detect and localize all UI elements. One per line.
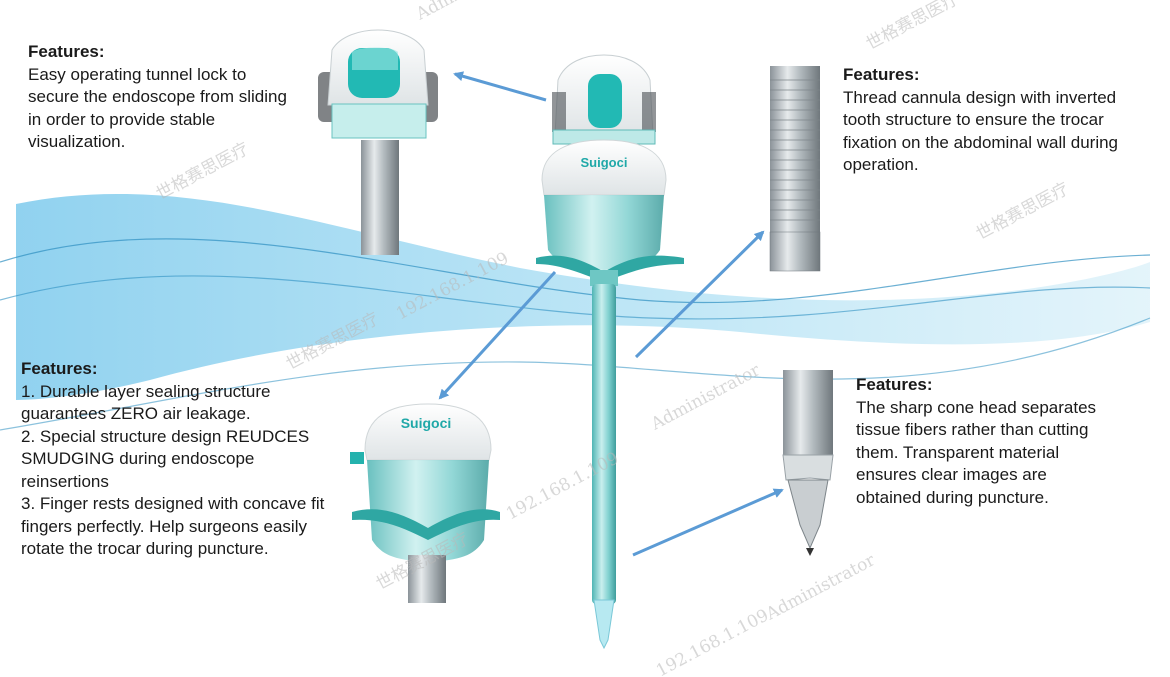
feature-title: Features: — [856, 375, 933, 394]
feature-line: reinsertions — [21, 471, 109, 491]
brand-logo-closeup: Suigoci — [401, 415, 452, 431]
feature-line: 2. Special structure design REUDCES — [21, 426, 310, 446]
sealing-structure-closeup: Suigoci — [350, 403, 500, 603]
feature-line: obtained during puncture. — [856, 487, 1049, 507]
feature-line: in order to provide stable — [28, 109, 216, 129]
background-wave — [0, 193, 1151, 431]
feature-line: Thread cannula design with inverted — [843, 87, 1117, 107]
watermark-cn-4: 世格赛思医疗 — [972, 178, 1072, 244]
arrow-to-thread-cannula — [634, 230, 765, 359]
pointer-arrows — [438, 71, 784, 557]
watermark-admin-1: Administrator — [412, 0, 529, 25]
feature-sealing-structure: Features: 1. Durable layer sealing struc… — [21, 358, 324, 561]
trocar-main: Suigoci — [536, 54, 684, 650]
feature-line: 3. Finger rests designed with concave fi… — [21, 494, 325, 513]
watermark-admin-3: Administrator — [762, 550, 879, 625]
feature-line: secure the endoscope from sliding — [28, 87, 287, 106]
feature-cone-head: Features: The sharp cone head separates … — [856, 374, 1096, 509]
arrow-to-sealing-structure — [438, 270, 557, 400]
feature-thread-cannula: Features: Thread cannula design with inv… — [843, 64, 1118, 177]
feature-line: them. Transparent material — [856, 442, 1060, 462]
feature-title: Features: — [843, 65, 920, 84]
feature-line: guarantees ZERO air leakage. — [21, 404, 251, 423]
feature-line: fixation on the abdominal wall during — [843, 132, 1119, 152]
brand-logo: Suigoci — [581, 155, 628, 170]
feature-line: tooth structure to ensure the trocar — [843, 110, 1104, 129]
feature-line: rotate the trocar during puncture. — [21, 539, 269, 558]
watermark-ip-3: 192.168.1.109 — [653, 605, 772, 677]
feature-tunnel-lock: Features: Easy operating tunnel lock to … — [28, 41, 287, 154]
feature-line: The sharp cone head separates — [856, 397, 1097, 417]
feature-line: SMUDGING during endoscope — [21, 449, 255, 468]
thread-cannula-closeup — [769, 66, 821, 272]
tunnel-lock-closeup — [318, 29, 438, 255]
arrow-to-cone-head — [632, 488, 784, 557]
feature-line: fingers perfectly. Help surgeons easily — [21, 516, 307, 536]
feature-line: Easy operating tunnel lock to — [28, 64, 247, 84]
watermark-cn-1: 世格赛思医疗 — [72, 0, 172, 4]
watermark-cn-3: 世格赛思医疗 — [862, 0, 962, 54]
feature-line: operation. — [843, 155, 919, 174]
cone-head-closeup — [782, 370, 834, 556]
feature-line: tissue fibers rather than cutting — [856, 420, 1089, 439]
feature-line: 1. Durable layer sealing structure — [21, 381, 271, 401]
arrow-to-tunnel-lock — [453, 71, 547, 102]
feature-title: Features: — [21, 359, 98, 378]
feature-title: Features: — [28, 42, 105, 61]
feature-line: visualization. — [28, 132, 126, 151]
feature-line: ensures clear images are — [856, 465, 1047, 484]
